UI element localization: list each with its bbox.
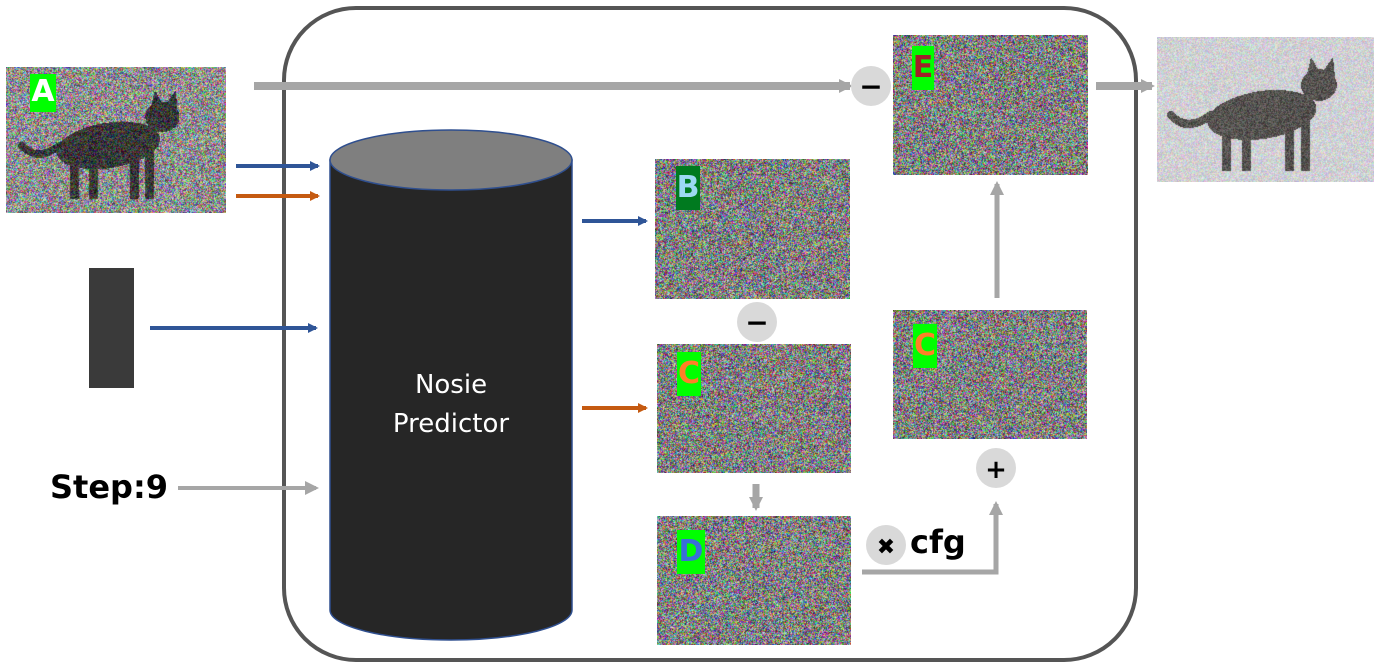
embedding-cell	[119, 298, 134, 313]
embedding-cell	[104, 268, 119, 283]
embedding-cell	[119, 373, 134, 388]
embedding-cell	[89, 343, 104, 358]
embedding-cell	[104, 343, 119, 358]
badge-c: C	[677, 352, 701, 396]
badge-e: E	[912, 46, 934, 90]
predictor-label: Nosie Predictor	[330, 366, 572, 444]
noise-predictor-cylinder	[329, 129, 573, 641]
embedding-cell	[104, 298, 119, 313]
embedding-cell	[89, 298, 104, 313]
embedding-cell	[119, 313, 134, 328]
denoised-cat-image	[1157, 37, 1374, 182]
embedding-cell	[119, 328, 134, 343]
embedding-cell	[104, 283, 119, 298]
arrow-d-to-plus	[862, 501, 1003, 575]
plus-symbol: +	[985, 455, 1007, 485]
minus-mid-symbol: −	[745, 306, 768, 339]
minus-top-symbol: −	[859, 70, 882, 103]
text-embedding-grid-icon	[89, 268, 134, 388]
step-label: Step:9	[50, 468, 169, 506]
badge-d: D	[677, 530, 705, 574]
badge-c-scaled: C	[913, 324, 937, 368]
embedding-cell	[89, 373, 104, 388]
embedding-cell	[119, 283, 134, 298]
embedding-cell	[104, 313, 119, 328]
cfg-label: cfg	[910, 523, 966, 561]
embedding-cell	[119, 358, 134, 373]
predictor-label-line1: Nosie	[414, 370, 488, 400]
embedding-cell	[119, 343, 134, 358]
badge-a: A	[30, 74, 56, 112]
embedding-cell	[104, 328, 119, 343]
badge-b: B	[676, 166, 700, 210]
embedding-cell	[119, 268, 134, 283]
embedding-cell	[89, 283, 104, 298]
predictor-label-line2: Predictor	[392, 409, 510, 439]
times-symbol: ✖	[877, 535, 895, 560]
plus-operator: +	[976, 448, 1016, 488]
embedding-cell	[89, 328, 104, 343]
minus-operator-top: −	[851, 66, 891, 106]
embedding-cell	[89, 313, 104, 328]
minus-operator-mid: −	[737, 302, 777, 342]
process-container	[282, 6, 1138, 662]
embedding-cell	[89, 268, 104, 283]
embedding-cell	[104, 358, 119, 373]
embedding-cell	[104, 373, 119, 388]
times-operator: ✖	[866, 525, 906, 565]
embedding-cell	[89, 358, 104, 373]
